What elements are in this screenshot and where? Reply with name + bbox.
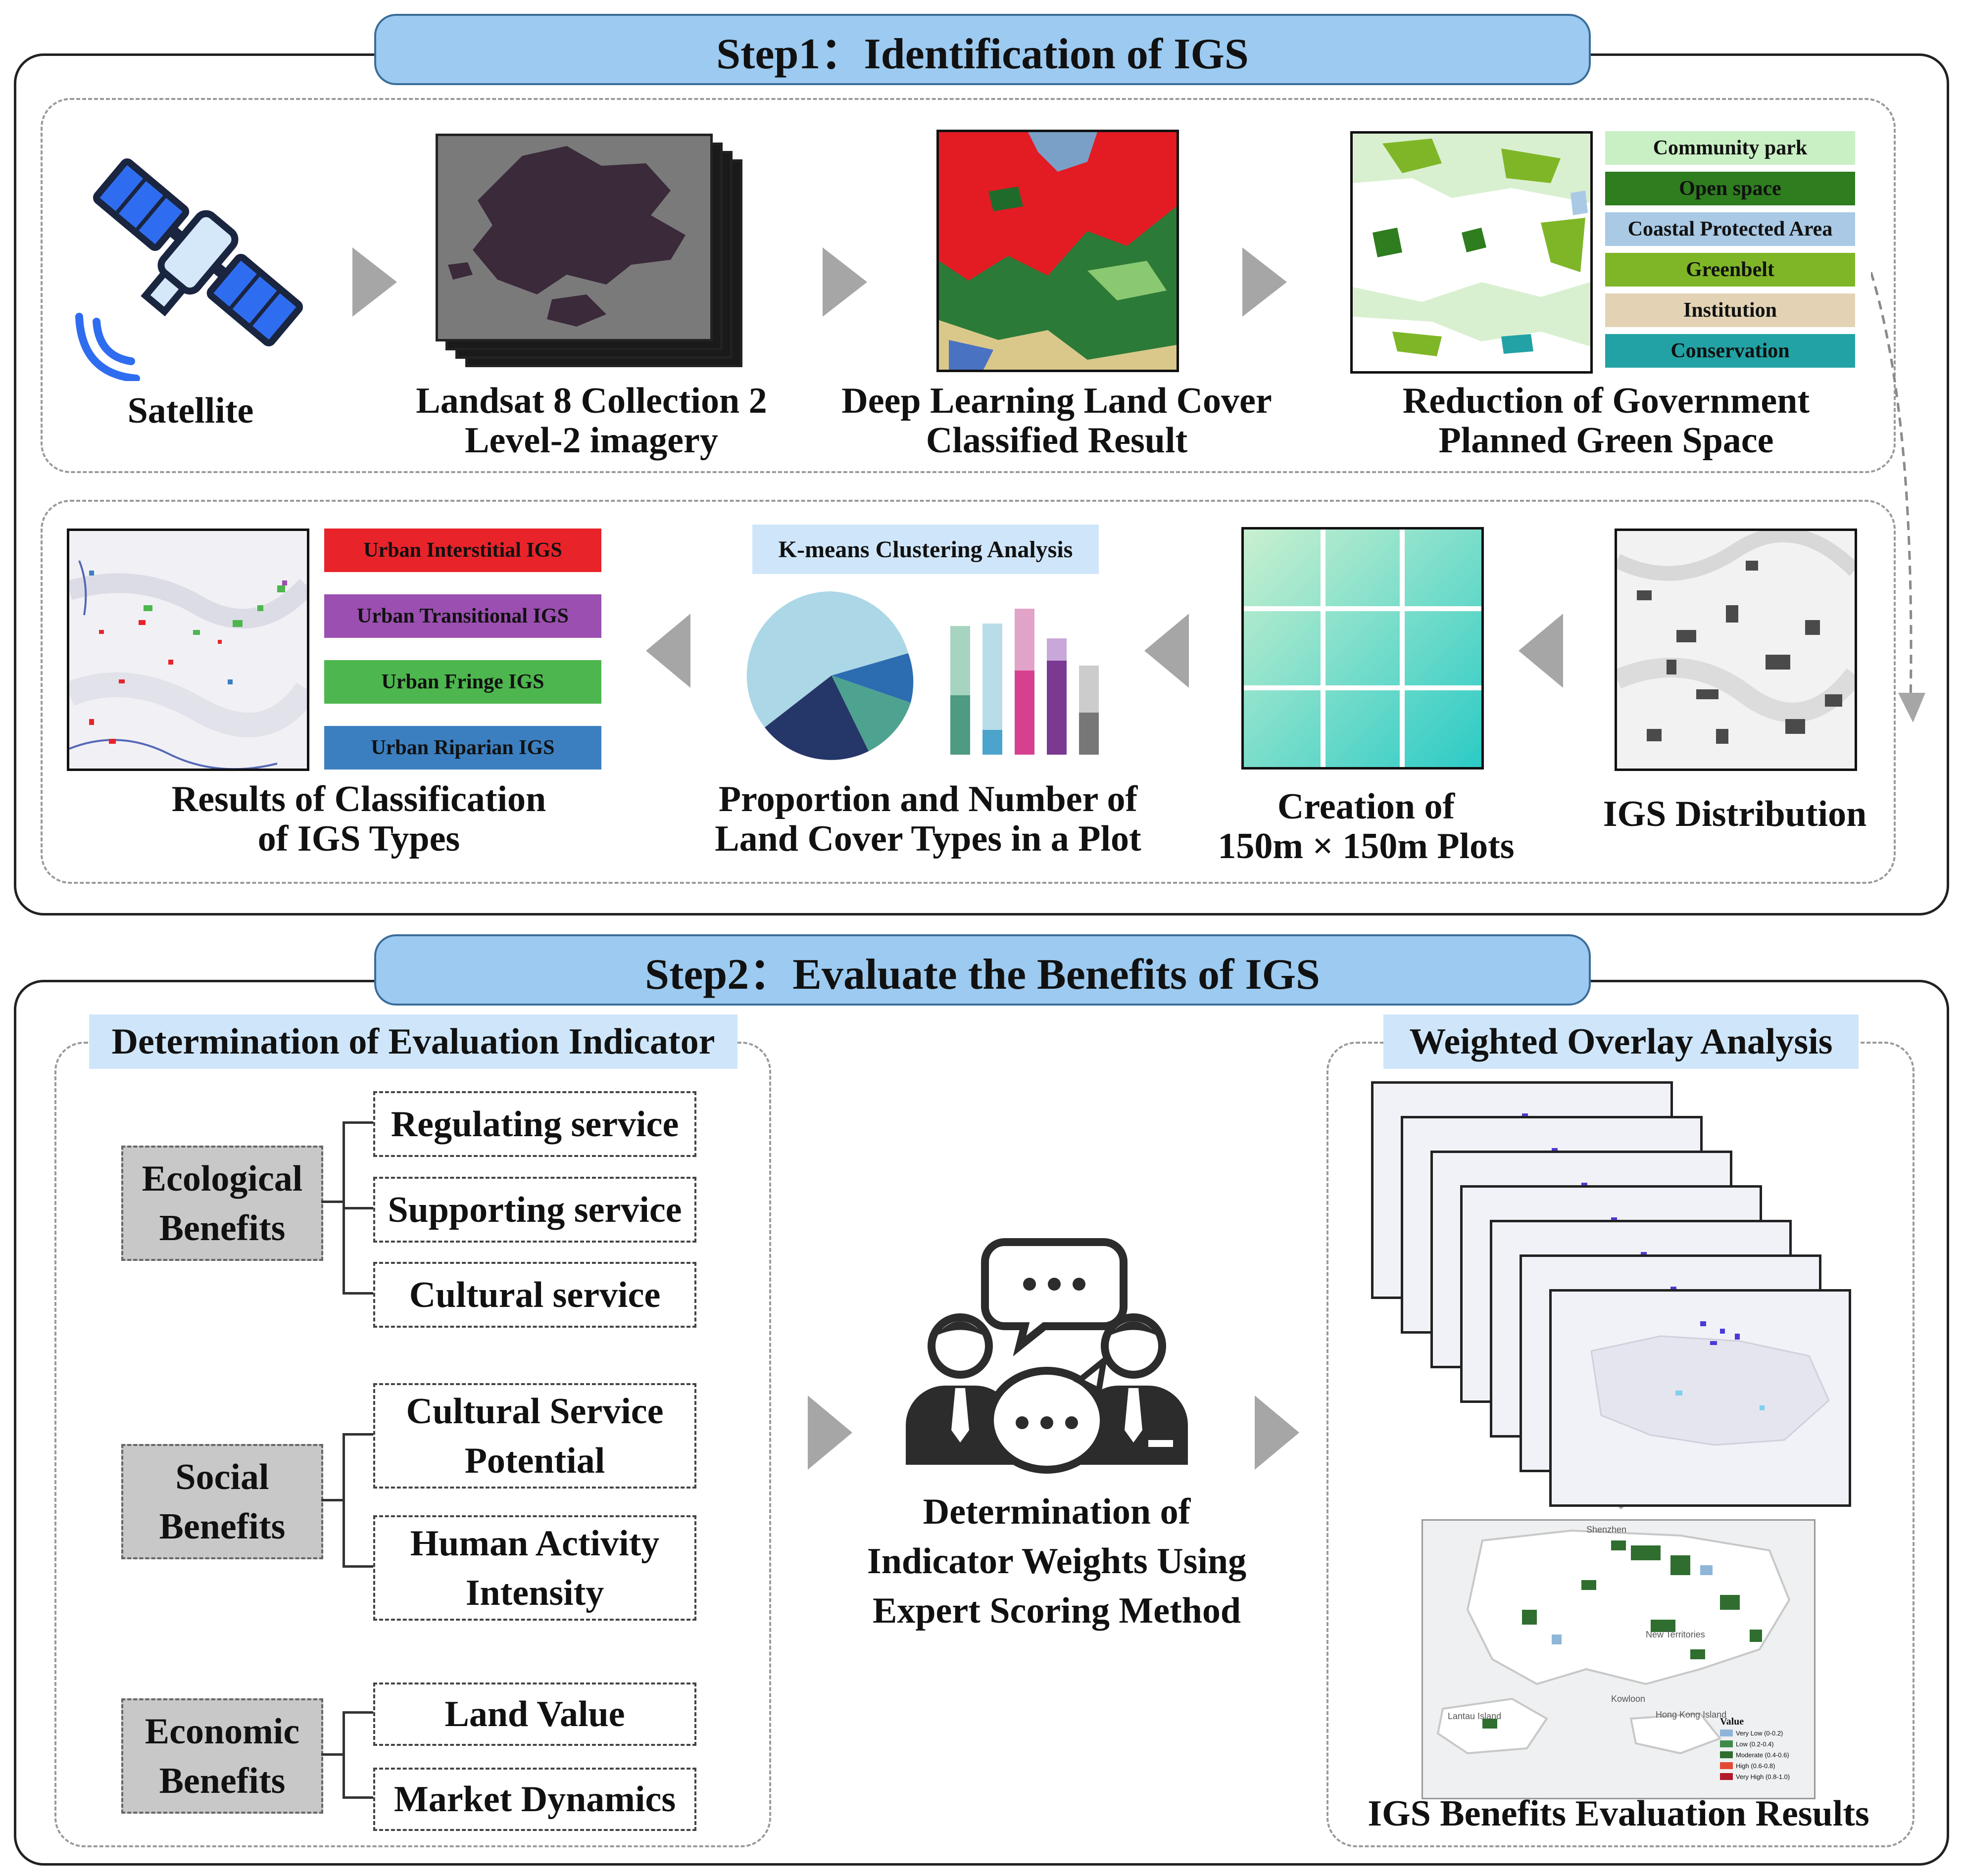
map-legend-item: Moderate (0.4-0.6) [1720, 1749, 1809, 1760]
overlay-map-sheet [1549, 1289, 1851, 1507]
map-legend-swatch [1720, 1730, 1733, 1736]
proportion-label: Proportion and Number of Land Cover Type… [715, 779, 1141, 859]
landsat-image-stack [436, 134, 747, 371]
pie-chart-icon [746, 591, 914, 760]
map-place-label: Lantau Island [1448, 1711, 1502, 1721]
igs-type-legend-item: Urban Transitional IGS [324, 594, 601, 638]
reduction-label: Reduction of Government Planned Green Sp… [1402, 381, 1810, 461]
map-legend-swatch [1720, 1751, 1733, 1758]
overlay-title: Weighted Overlay Analysis [1383, 1014, 1859, 1069]
planned-green-space-map [1350, 131, 1593, 374]
map-legend-swatch [1720, 1773, 1733, 1780]
indicator-category: Social Benefits [121, 1444, 323, 1559]
connector-line [343, 1565, 373, 1568]
connector-line [343, 1434, 345, 1566]
map-place-label: Shenzhen [1586, 1525, 1627, 1535]
planned-legend-item: Coastal Protected Area [1605, 212, 1855, 246]
igs-type-legend-item: Urban Riparian IGS [324, 726, 601, 770]
map-legend-swatch [1720, 1762, 1733, 1769]
indicator-item: Supporting service [373, 1177, 696, 1243]
benefits-results-label: IGS Benefits Evaluation Results [1368, 1793, 1869, 1834]
map-legend-item: High (0.6-0.8) [1720, 1760, 1809, 1771]
expert-label: Determination of Indicator Weights Using… [867, 1491, 1247, 1631]
deep-learning-label: Deep Learning Land Cover Classified Resu… [841, 381, 1272, 461]
connector-line [343, 1121, 373, 1124]
arrow-right-icon [352, 247, 397, 317]
igs-classification-map [67, 529, 309, 771]
satellite-label: Satellite [127, 390, 254, 431]
igs-distribution-label: IGS Distribution [1603, 794, 1867, 834]
planned-legend-item: Open space [1605, 172, 1855, 205]
map-legend-label: Low (0.2-0.4) [1736, 1740, 1774, 1748]
indicator-item: Market Dynamics [373, 1768, 696, 1831]
map-legend-item: Very High (0.8-1.0) [1720, 1771, 1809, 1782]
indicator-item: Cultural service [373, 1262, 696, 1328]
plots-label: Creation of 150m × 150m Plots [1218, 786, 1515, 866]
step1-title: Step1：Identification of IGS [374, 14, 1591, 85]
connector-line [321, 1498, 344, 1501]
indicator-item: Regulating service [373, 1091, 696, 1157]
connector-line [343, 1206, 373, 1209]
connector-line [343, 1711, 373, 1714]
connector-line [321, 1753, 344, 1756]
bar-chart-icon [950, 609, 1099, 755]
igs-distribution-map [1615, 529, 1857, 771]
connector-line [343, 1292, 373, 1295]
arrow-right-icon [808, 1395, 852, 1470]
map-place-label: New Territories [1646, 1630, 1705, 1639]
indicator-item: Cultural Service Potential [373, 1383, 696, 1489]
connector-line [321, 1200, 344, 1203]
arrow-left-icon [646, 614, 690, 688]
planned-legend-item: Greenbelt [1605, 253, 1855, 287]
arrow-right-icon [823, 247, 867, 317]
map-place-label: Hong Kong Island [1656, 1710, 1727, 1720]
step1-row1-frame [41, 98, 1896, 473]
deep-learning-map [936, 130, 1179, 372]
connector-arrow-icon [1871, 272, 1925, 722]
results-classification-label: Results of Classification of IGS Types [171, 779, 546, 859]
map-legend-title: Value [1720, 1716, 1744, 1727]
map-legend-label: High (0.6-0.8) [1736, 1762, 1775, 1770]
plots-grid [1241, 527, 1484, 770]
satellite-icon [75, 158, 303, 381]
map-legend-label: Very High (0.8-1.0) [1736, 1773, 1790, 1780]
arrow-left-icon [1144, 614, 1189, 688]
indicator-category: Economic Benefits [121, 1698, 323, 1814]
kmeans-title: K-means Clustering Analysis [752, 525, 1099, 574]
igs-type-legend-item: Urban Interstitial IGS [324, 529, 601, 572]
indicator-item: Land Value [373, 1683, 696, 1746]
arrow-right-icon [1242, 247, 1287, 317]
igs-type-legend-item: Urban Fringe IGS [324, 660, 601, 704]
map-legend-item: Very Low (0-0.2) [1720, 1728, 1809, 1738]
indicator-category: Ecological Benefits [121, 1146, 323, 1261]
landsat-label: Landsat 8 Collection 2 Level-2 imagery [416, 381, 767, 461]
planned-legend-item: Institution [1605, 293, 1855, 327]
step2-title: Step2：Evaluate the Benefits of IGS [374, 934, 1591, 1006]
arrow-right-icon [1255, 1395, 1299, 1470]
map-legend-label: Very Low (0-0.2) [1736, 1729, 1783, 1737]
map-legend-label: Moderate (0.4-0.6) [1736, 1751, 1789, 1759]
connector-line [343, 1796, 373, 1799]
arrow-left-icon [1519, 614, 1563, 688]
map-place-label: Kowloon [1611, 1694, 1646, 1704]
planned-legend-item: Community park [1605, 131, 1855, 165]
connector-line [343, 1433, 373, 1436]
indicator-title: Determination of Evaluation Indicator [89, 1014, 737, 1069]
indicator-item: Human Activity Intensity [373, 1515, 696, 1621]
map-legend: Value Very Low (0-0.2) Low (0.2-0.4) Moder… [1720, 1716, 1809, 1790]
connector-line [343, 1712, 345, 1797]
map-legend-item: Low (0.2-0.4) [1720, 1738, 1809, 1749]
step1-row2-frame [41, 500, 1896, 884]
planned-legend-item: Conservation [1605, 334, 1855, 368]
expert-scoring-icon [906, 1238, 1188, 1474]
map-legend-swatch [1720, 1740, 1733, 1747]
